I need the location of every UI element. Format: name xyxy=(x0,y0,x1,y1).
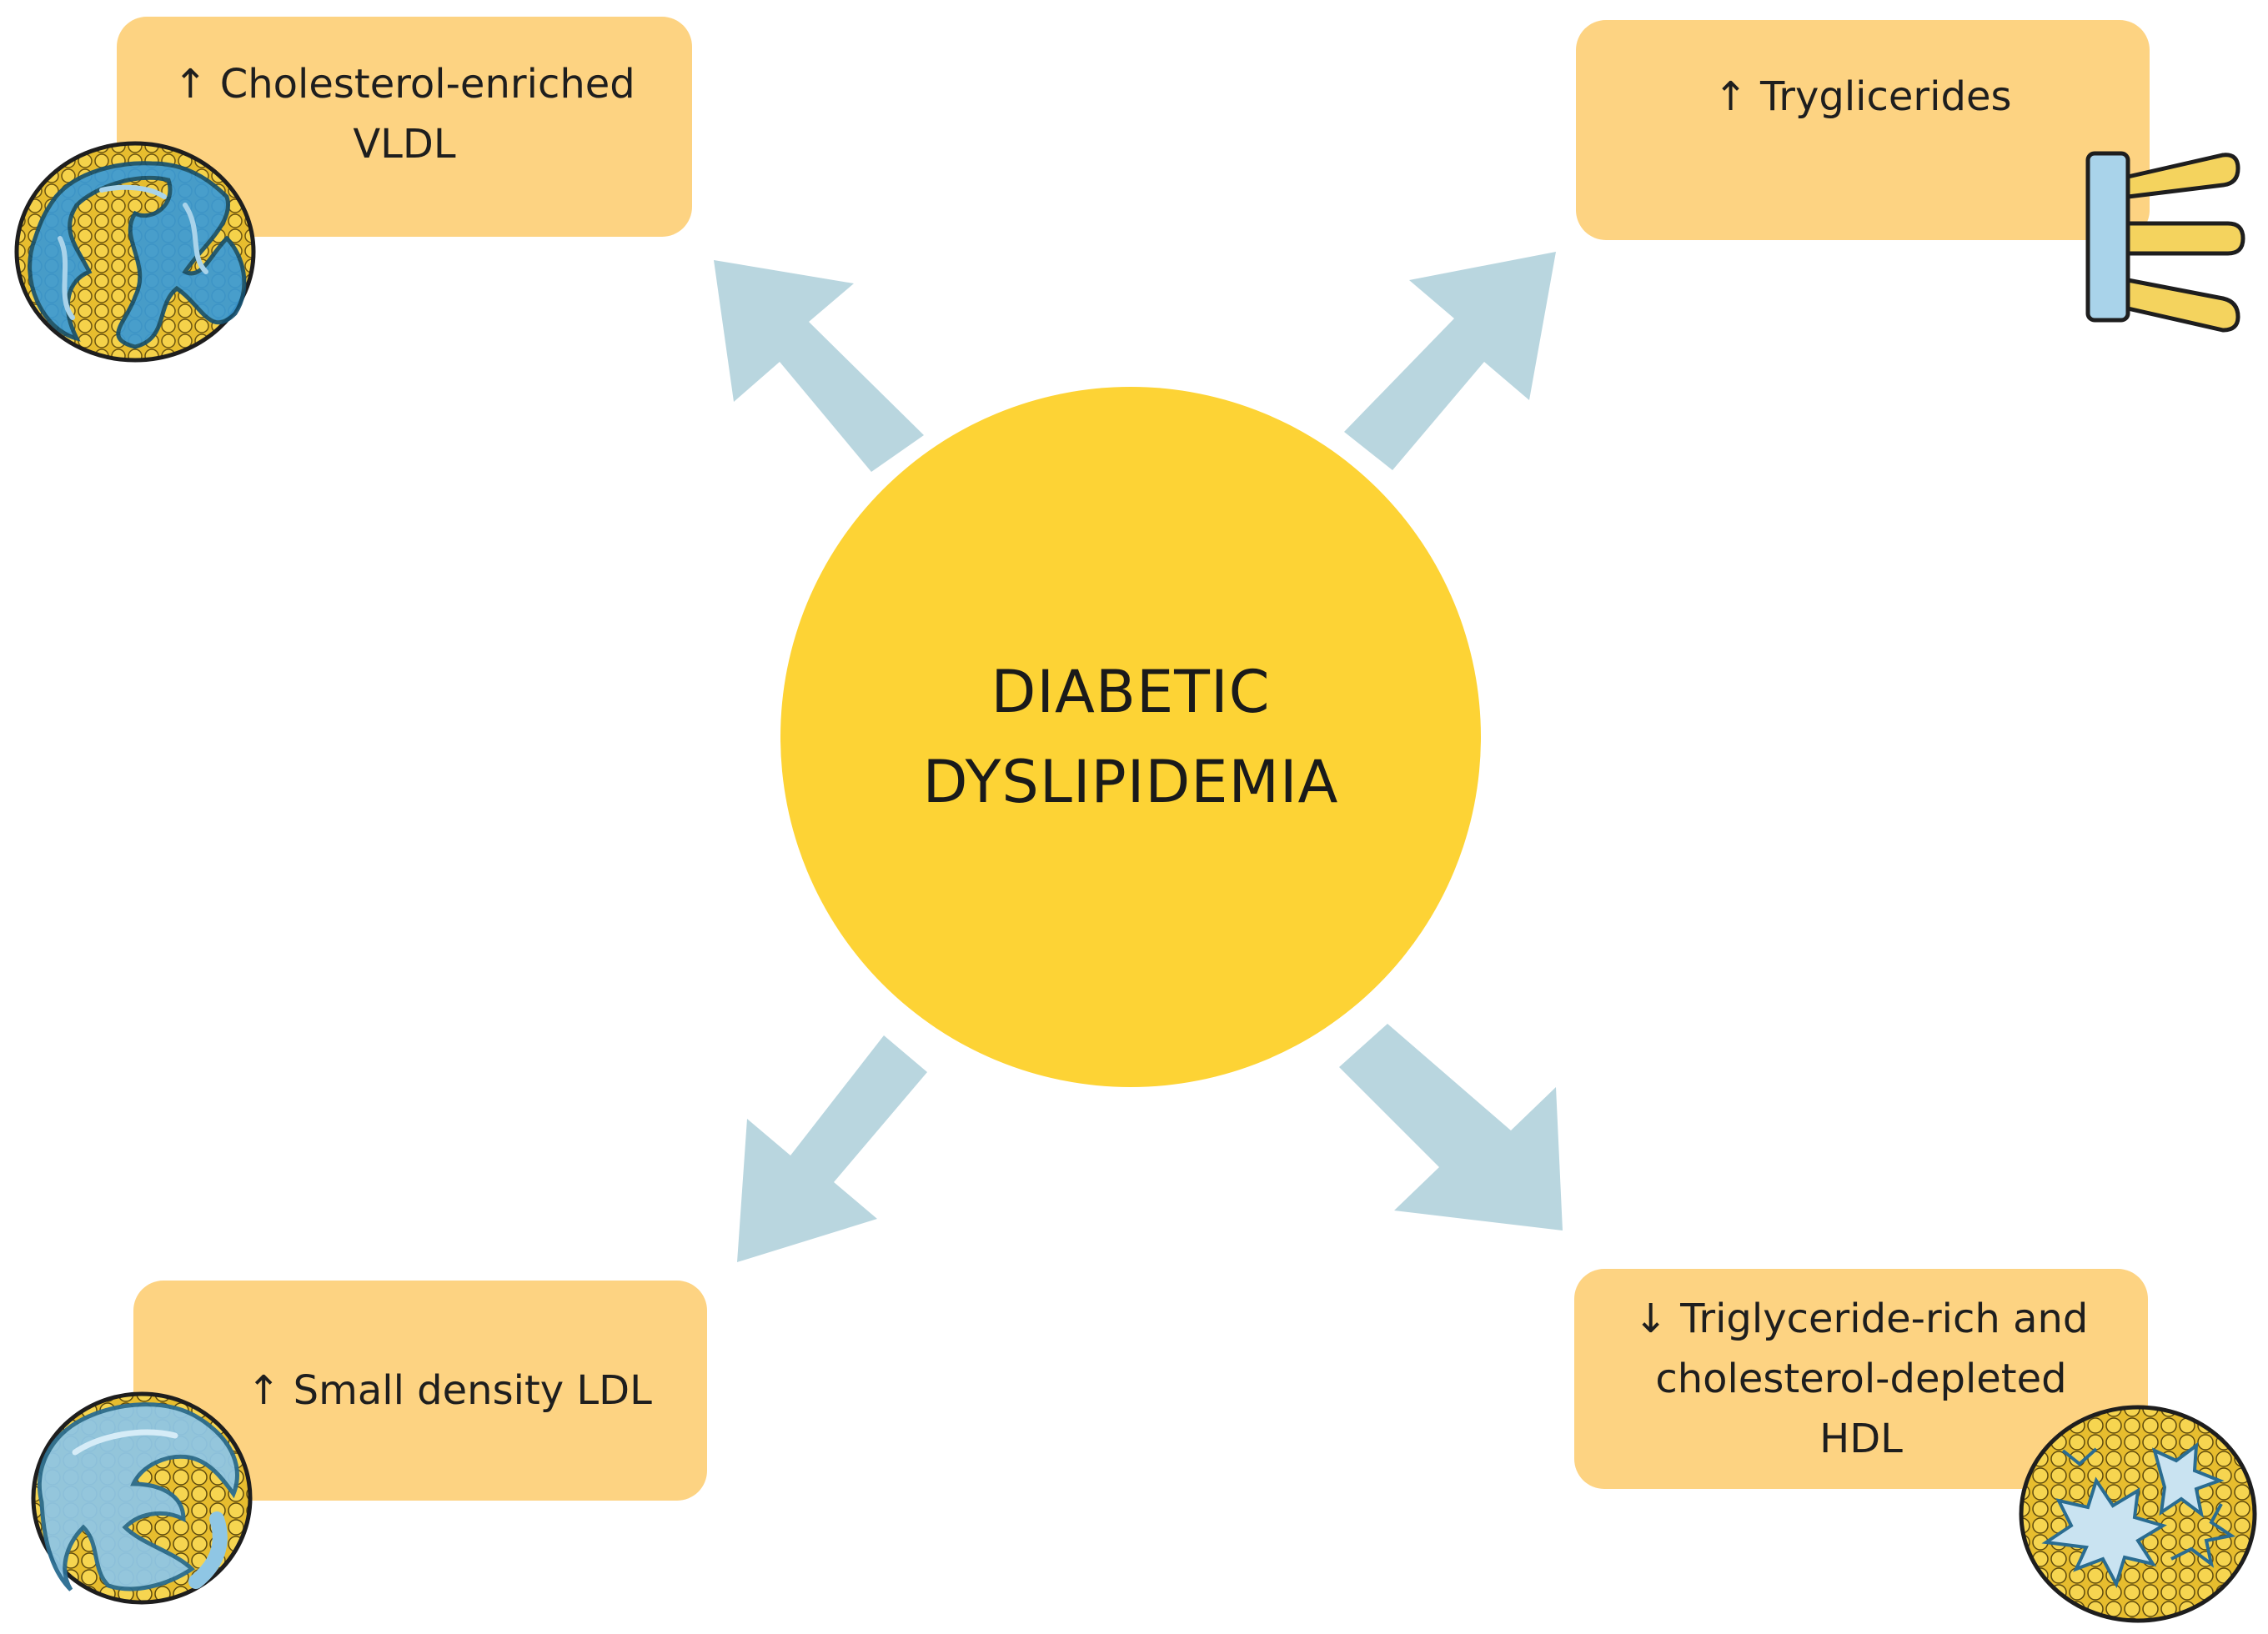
effect-ldl-line-1: ↑ Small density LDL xyxy=(247,1367,652,1414)
effect-hdl-line-3: HDL xyxy=(1819,1416,1903,1462)
effect-triglycerides-line-1: ↑ Tryglicerides xyxy=(1714,73,2012,120)
center-title-line-1: DIABETIC xyxy=(991,658,1271,726)
effect-text-hdl: ↓ Triglyceride-rich and cholesterol-depl… xyxy=(1634,1289,2089,1469)
effect-text-vldl: ↑ Cholesterol-enriched VLDL xyxy=(173,54,635,174)
arrow-to-bottom-right xyxy=(1339,1024,1563,1231)
hdl-particle-icon xyxy=(2019,1405,2257,1623)
effect-box-triglycerides: ↑ Tryglicerides xyxy=(1576,20,2150,240)
effect-hdl-line-2: cholesterol-depleted xyxy=(1655,1356,2067,1402)
effect-hdl-line-1: ↓ Triglyceride-rich and xyxy=(1633,1296,2089,1342)
arrow-to-top-right xyxy=(1344,252,1556,470)
center-title-line-2: DYSLIPIDEMIA xyxy=(922,748,1339,816)
center-concept-circle: DIABETIC DYSLIPIDEMIA xyxy=(780,387,1481,1087)
triglyceride-molecule-icon xyxy=(2085,151,2245,333)
effect-vldl-line-2: VLDL xyxy=(353,121,456,168)
ldl-particle-icon xyxy=(31,1391,253,1605)
effect-text-triglycerides: ↑ Tryglicerides xyxy=(1714,67,2011,127)
arrow-to-bottom-left xyxy=(737,1035,927,1262)
center-title: DIABETIC DYSLIPIDEMIA xyxy=(923,647,1339,827)
effect-vldl-line-1: ↑ Cholesterol-enriched xyxy=(173,61,635,108)
effect-text-ldl: ↑ Small density LDL xyxy=(247,1361,652,1421)
effect-box-vldl: ↑ Cholesterol-enriched VLDL xyxy=(117,17,692,237)
arrow-to-top-left xyxy=(714,260,924,472)
vldl-particle-icon xyxy=(14,141,256,363)
